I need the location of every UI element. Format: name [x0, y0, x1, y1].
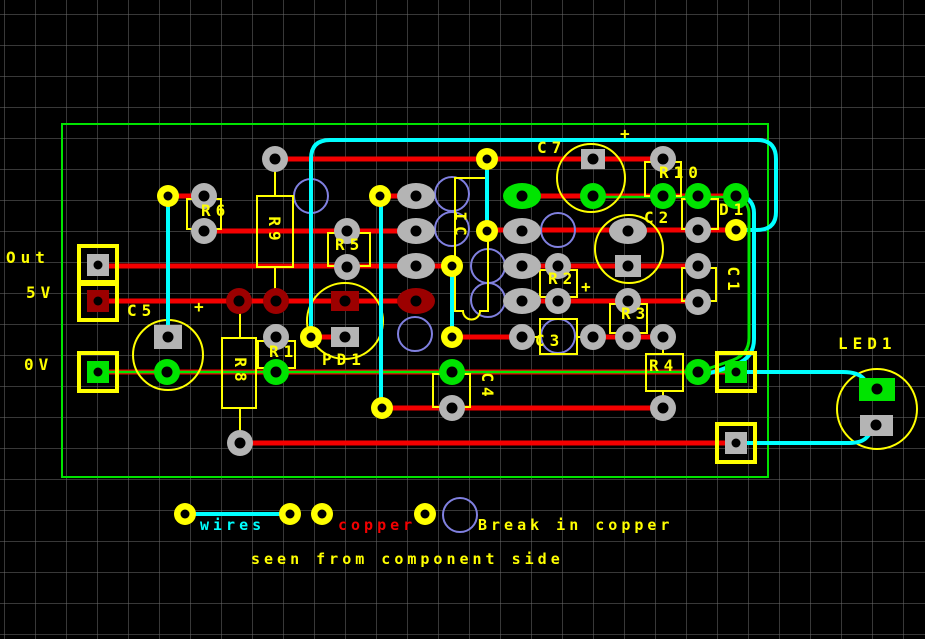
label-r2: R2 [548, 269, 578, 288]
pad-oval[interactable] [609, 218, 647, 244]
component-ic[interactable] [454, 177, 489, 321]
legend-pad [174, 503, 196, 525]
pad-square[interactable] [331, 327, 359, 347]
label-c7-polarity: + [620, 124, 635, 143]
break-in-copper[interactable] [540, 212, 576, 248]
wire[interactable] [309, 138, 778, 339]
label-pd1: PD1 [322, 350, 366, 369]
pad-yellow[interactable] [441, 255, 463, 277]
pad-green[interactable] [263, 359, 289, 385]
wire[interactable] [735, 427, 876, 445]
led-pad-anode[interactable] [859, 378, 895, 401]
label-r6: R6 [201, 201, 231, 220]
label-r3: R3 [621, 304, 651, 323]
pad[interactable] [615, 324, 641, 350]
label-r10: R10 [659, 163, 703, 182]
label-r5: R5 [335, 235, 365, 254]
pad[interactable] [334, 254, 360, 280]
label-c5: C5 [127, 301, 157, 320]
label-0v: 0V [24, 355, 54, 374]
pad-square[interactable] [331, 291, 359, 311]
label-r1: R1 [269, 342, 299, 361]
board-outline [61, 123, 769, 478]
wires[interactable] [166, 138, 876, 516]
pad-oval[interactable] [503, 253, 541, 279]
pad[interactable] [650, 395, 676, 421]
pad[interactable] [685, 253, 711, 279]
pad-green[interactable] [650, 183, 676, 209]
pad-yellow[interactable] [371, 397, 393, 419]
component-c7[interactable] [556, 143, 626, 213]
pad-yellow[interactable] [476, 148, 498, 170]
label-c3: C3 [535, 331, 565, 350]
pad[interactable] [580, 324, 606, 350]
pad[interactable] [439, 395, 465, 421]
legend-break-circle [442, 497, 478, 533]
pad-dark-red[interactable] [263, 288, 289, 314]
pad-green[interactable] [685, 359, 711, 385]
pad[interactable] [650, 324, 676, 350]
label-c2: C2 [644, 208, 674, 227]
label-r9: R9 [265, 216, 284, 246]
legend-pad [414, 503, 436, 525]
pad-dark-red[interactable] [226, 288, 252, 314]
legend-wires-label: wires [200, 516, 266, 534]
label-r8: R8 [231, 357, 250, 387]
pad-yellow[interactable] [300, 326, 322, 348]
legend-pad [279, 503, 301, 525]
caption: seen from component side [251, 550, 564, 568]
pad-oval[interactable] [397, 218, 435, 244]
label-led1: LED1 [838, 334, 897, 353]
pad-yellow[interactable] [441, 326, 463, 348]
pad[interactable] [685, 217, 711, 243]
legend-break-label: Break in copper [478, 516, 674, 534]
led-pad-cathode[interactable] [860, 415, 893, 436]
pad-oval[interactable] [503, 183, 541, 209]
pad-yellow[interactable] [476, 220, 498, 242]
pad-oval[interactable] [397, 253, 435, 279]
pad-yellow[interactable] [369, 185, 391, 207]
pad-square[interactable] [154, 325, 182, 349]
pad[interactable] [545, 288, 571, 314]
label-r2-polarity: + [581, 277, 596, 296]
pad-oval[interactable] [397, 183, 435, 209]
pad[interactable] [509, 324, 535, 350]
legend-pad [311, 503, 333, 525]
label-out: Out [6, 248, 50, 267]
pad-yellow[interactable] [157, 185, 179, 207]
pad-green[interactable] [439, 359, 465, 385]
break-in-copper[interactable] [397, 316, 433, 352]
label-c4: C4 [478, 372, 497, 402]
component-r4[interactable] [645, 353, 684, 392]
pad[interactable] [191, 218, 217, 244]
pad-green[interactable] [580, 183, 606, 209]
pad-yellow[interactable] [725, 219, 747, 241]
pad-oval[interactable] [397, 288, 435, 314]
pad-square[interactable] [581, 149, 605, 169]
label-c5-polarity: + [194, 297, 209, 316]
pad[interactable] [262, 146, 288, 172]
pads[interactable] [77, 146, 895, 525]
label-r4: R4 [649, 356, 679, 375]
pad-green[interactable] [685, 183, 711, 209]
label-c1: C1 [724, 266, 743, 296]
label-5v: 5V [26, 283, 56, 302]
label-c7: C7 [537, 138, 567, 157]
pad[interactable] [685, 289, 711, 315]
legend-copper-label: copper [338, 516, 417, 534]
component-c2[interactable] [594, 214, 664, 284]
pad-oval[interactable] [503, 218, 541, 244]
label-d1: D1 [719, 200, 749, 219]
pad-green[interactable] [154, 359, 180, 385]
break-in-copper[interactable] [434, 211, 470, 247]
pad[interactable] [227, 430, 253, 456]
label-ic: IC [451, 211, 470, 241]
pad-square[interactable] [615, 255, 641, 277]
component-led1[interactable] [836, 368, 918, 450]
pad-oval[interactable] [503, 288, 541, 314]
